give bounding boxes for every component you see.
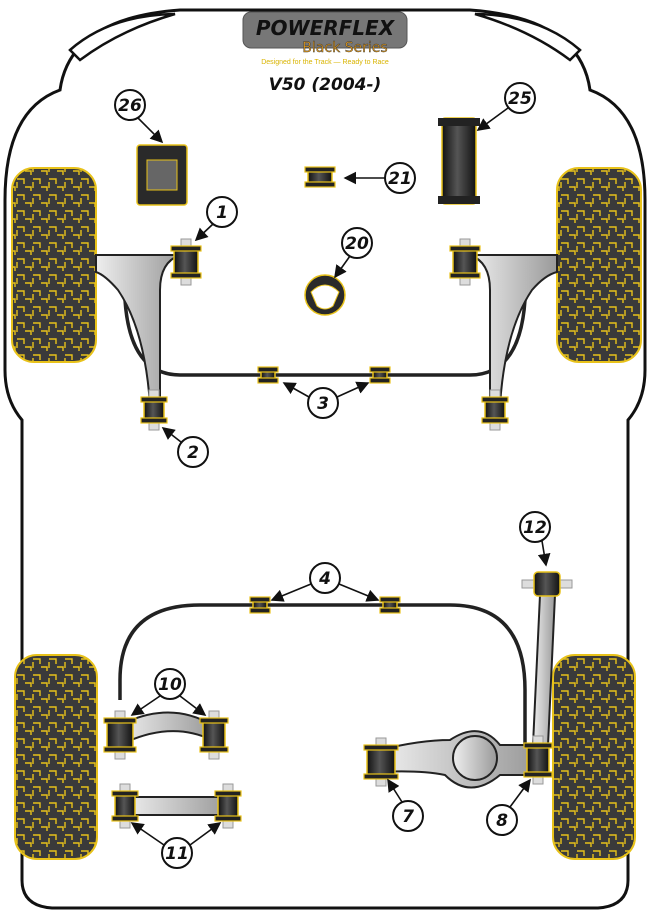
rear-trailing-link-12 [531, 594, 557, 746]
model-title: V50 (2004-) [269, 75, 382, 95]
svg-text:10: 10 [158, 675, 182, 695]
svg-text:4: 4 [318, 569, 331, 589]
wheel-front-right [556, 167, 642, 363]
rear-upper-arm-10 [119, 711, 213, 747]
bushing-11-left [111, 783, 139, 829]
callout-26: 26 [114, 89, 146, 121]
callout-11: 11 [161, 837, 193, 869]
logo-tagline: Designed for the Track — Ready to Race [261, 59, 389, 66]
svg-text:12: 12 [523, 518, 547, 538]
callout-20: 20 [341, 227, 373, 259]
callout-arrow-7 [387, 778, 403, 803]
bushing-21 [304, 166, 336, 188]
rear-anti-roll-bar [118, 603, 527, 745]
car-body-outline [3, 8, 647, 910]
rear-lower-arm-11 [124, 796, 229, 816]
powerflex-logo: POWERFLEX Black Series Designed for the … [242, 11, 408, 66]
svg-text:7: 7 [402, 807, 414, 827]
wheel-rear-right [552, 654, 636, 860]
bushing-1-left [170, 238, 202, 286]
rear-hub [452, 735, 498, 781]
bushing-12 [521, 571, 573, 597]
callout-4: 4 [309, 562, 341, 594]
callout-arrow-4b [338, 583, 380, 602]
front-left-control-arm [95, 254, 181, 406]
callout-25: 25 [504, 82, 536, 114]
bushing-2-left [140, 389, 168, 431]
callout-21: 21 [384, 162, 416, 194]
callout-arrow-10b [179, 695, 207, 716]
callout-arrow-25 [476, 107, 509, 131]
bushing-20 [304, 274, 346, 316]
callout-8: 8 [486, 804, 518, 836]
svg-text:25: 25 [508, 89, 532, 109]
callout-10: 10 [154, 668, 186, 700]
svg-text:20: 20 [345, 234, 369, 254]
front-anti-roll-bar [123, 299, 527, 377]
callout-arrow-4a [270, 583, 312, 602]
bushing-1-right [449, 238, 481, 286]
svg-text:3: 3 [317, 394, 329, 414]
svg-text:8: 8 [496, 811, 508, 831]
callout-12: 12 [519, 511, 551, 543]
callout-arrow-3b [336, 381, 370, 398]
bushing-8 [523, 735, 553, 785]
logo-text: POWERFLEX [256, 16, 396, 40]
bushing-25 [438, 117, 480, 205]
bushing-26 [136, 144, 188, 206]
callout-arrow-8 [509, 778, 531, 808]
callout-arrow-12 [537, 540, 551, 567]
headlight-left [68, 12, 176, 62]
bushing-7 [363, 737, 399, 787]
bushing-2-right [481, 389, 509, 431]
bushing-4-left [249, 596, 271, 614]
svg-text:2: 2 [187, 443, 199, 463]
bushing-3-left [257, 366, 279, 384]
bushing-10-right [199, 710, 229, 760]
callout-2: 2 [177, 436, 209, 468]
callout-arrow-11a [130, 822, 165, 846]
bushing-4-right [379, 596, 401, 614]
callout-arrow-3a [282, 382, 310, 398]
callout-arrow-2 [161, 427, 182, 443]
callout-arrow-10a [130, 695, 161, 716]
headlight-right [474, 12, 582, 62]
wheel-rear-left [14, 654, 98, 860]
callout-arrow-20 [334, 255, 351, 279]
bushing-3-right [369, 366, 391, 384]
callout-arrow-26 [137, 117, 164, 144]
svg-text:1: 1 [216, 203, 228, 223]
front-right-control-arm [469, 254, 558, 406]
callout-arrow-11b [189, 822, 222, 846]
bushing-11-right [214, 783, 242, 829]
callout-1: 1 [206, 196, 238, 228]
svg-text:21: 21 [388, 169, 412, 189]
svg-text:11: 11 [165, 844, 189, 864]
callout-7: 7 [392, 800, 424, 832]
callout-3: 3 [307, 387, 339, 419]
bushing-10-left [103, 710, 137, 760]
wheel-front-left [11, 167, 97, 363]
callout-arrow-1 [194, 223, 214, 242]
svg-text:26: 26 [118, 96, 142, 116]
logo-series: Black Series [302, 40, 387, 56]
